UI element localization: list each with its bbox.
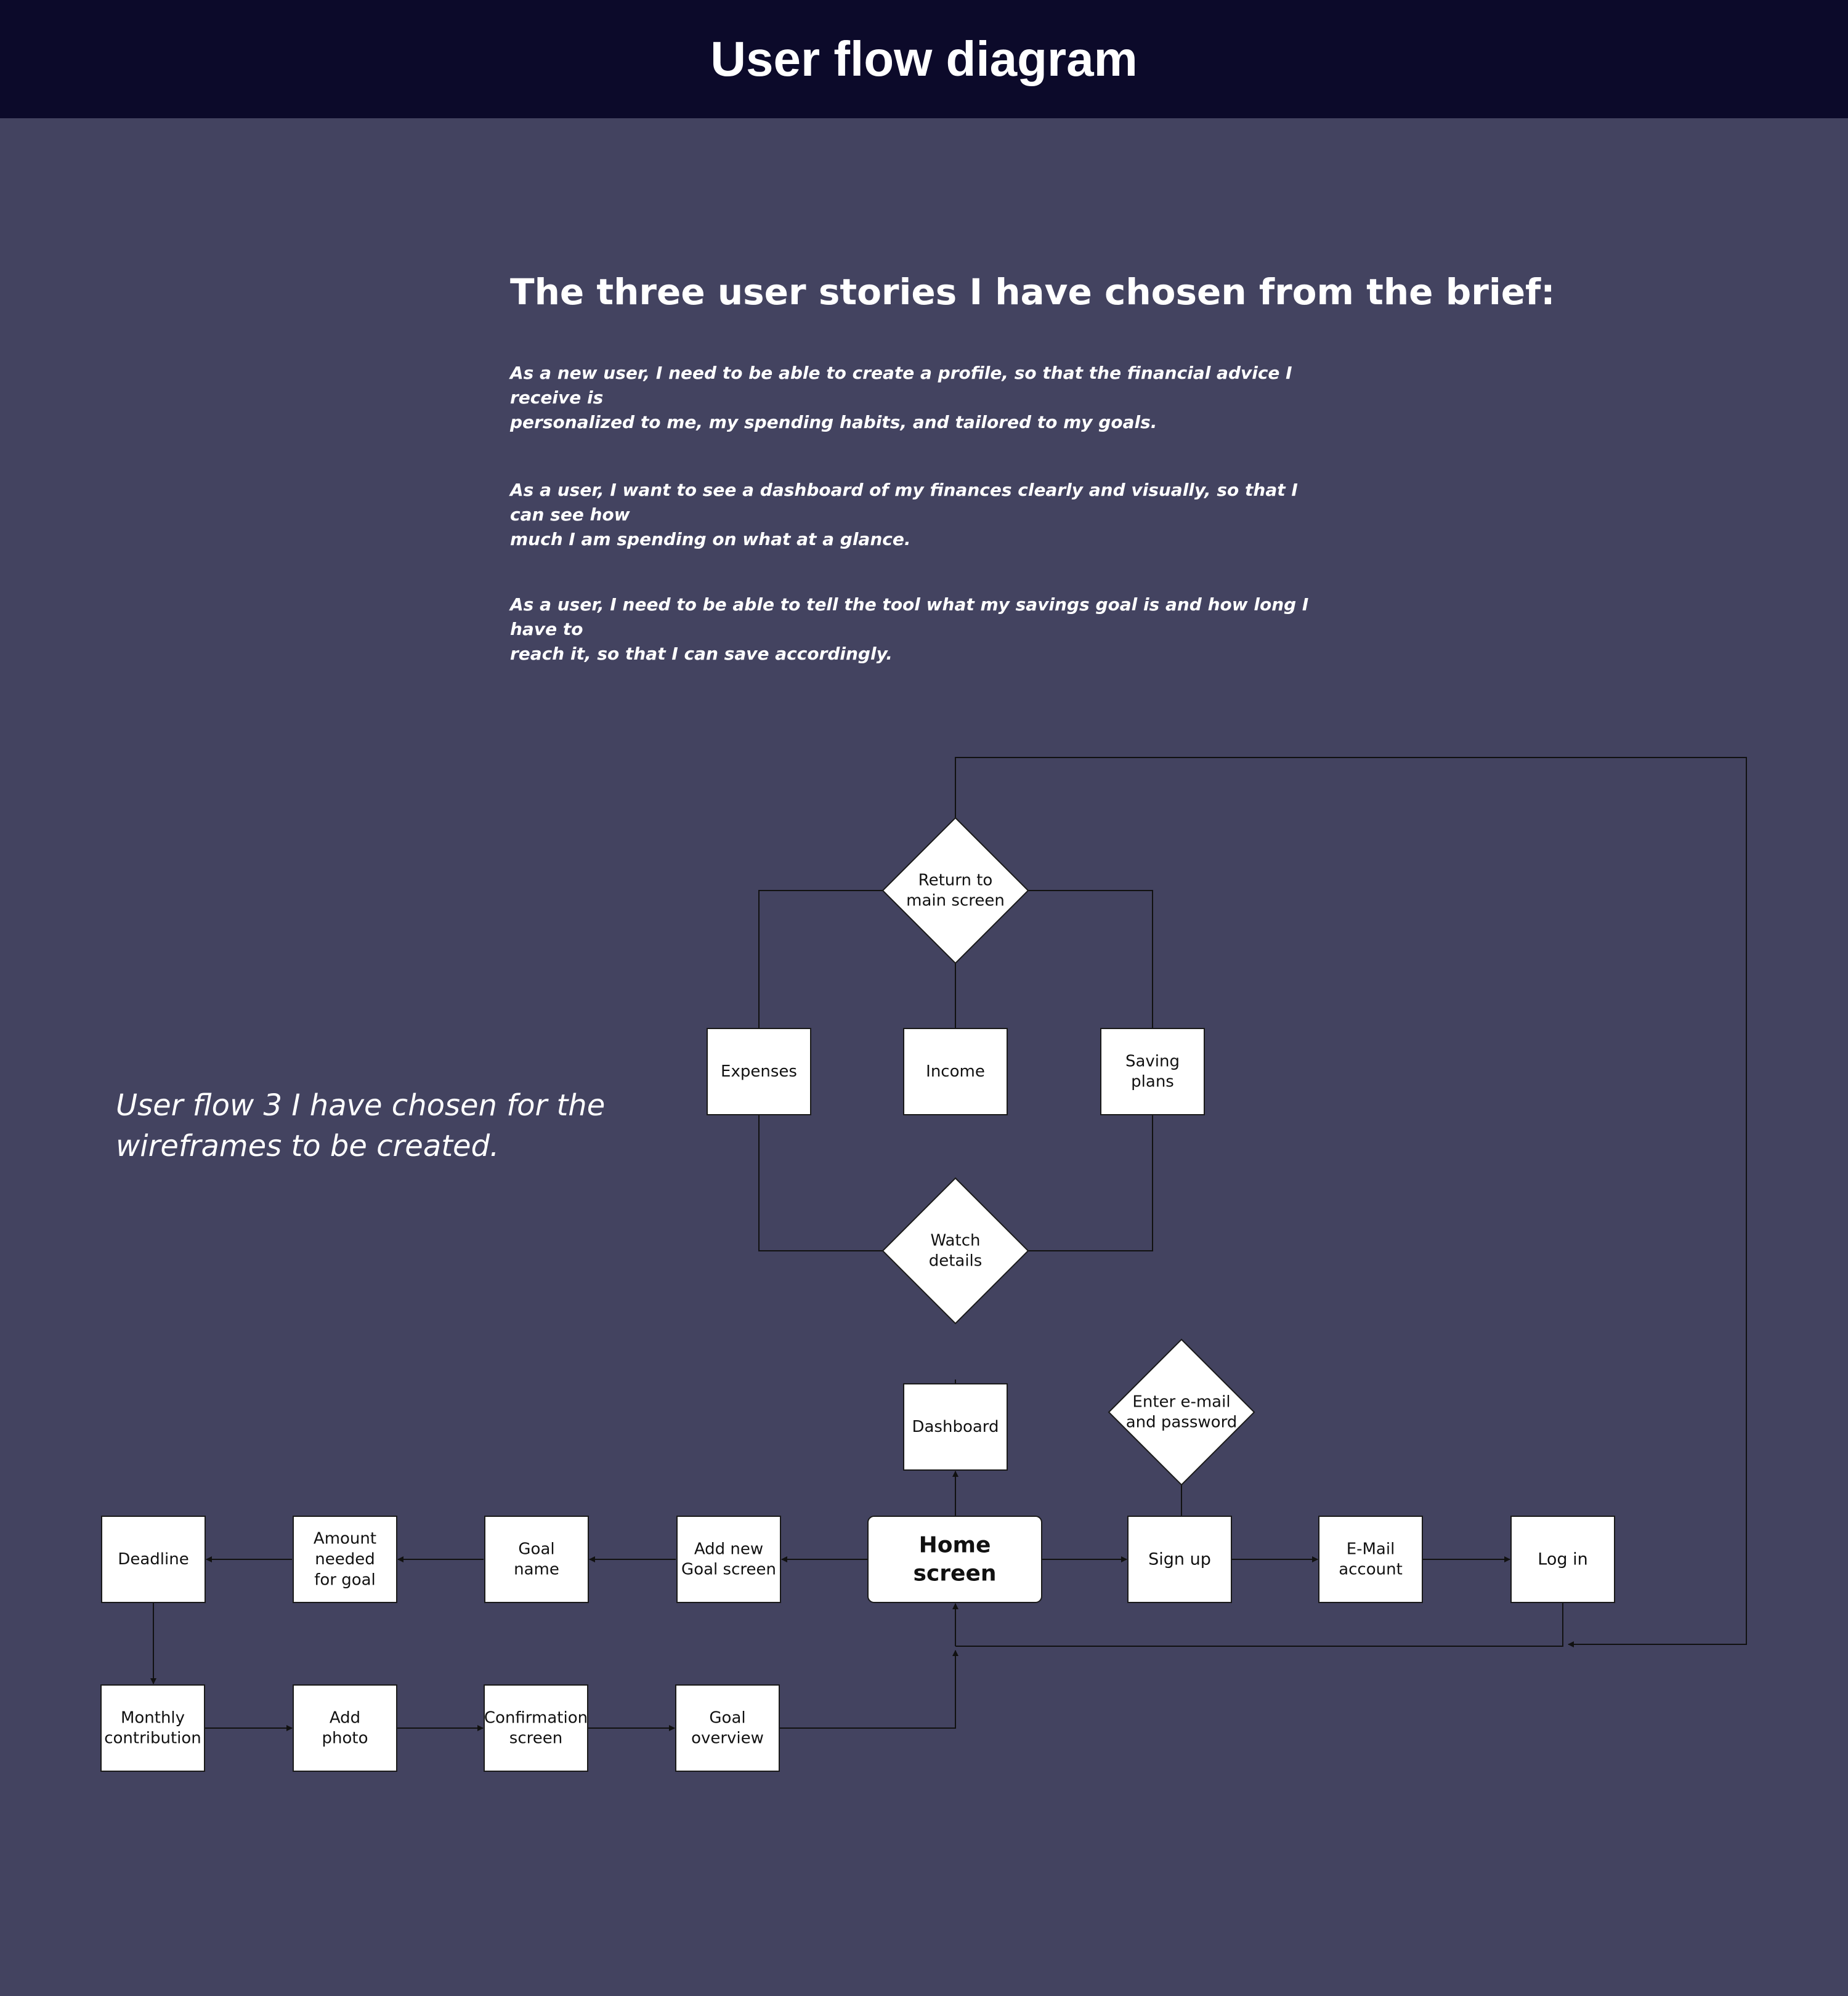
node-goal-overview: Goal overview xyxy=(675,1684,780,1772)
node-label: Confirmation xyxy=(484,1708,588,1727)
node-label: main screen xyxy=(906,892,1005,910)
page-title: User flow diagram xyxy=(710,31,1138,86)
node-label: Deadline xyxy=(118,1550,188,1569)
user-story-3-line-1: As a user, I need to be able to tell the… xyxy=(510,594,1309,639)
process-box xyxy=(676,1516,781,1603)
arrow-loop-return-login xyxy=(955,757,1747,1647)
node-label: Amount xyxy=(314,1530,376,1548)
node-label: Saving xyxy=(1125,1052,1180,1070)
node-label: Goal xyxy=(518,1540,554,1558)
node-monthly: Monthly contribution xyxy=(100,1684,205,1772)
node-label: Add new xyxy=(694,1540,763,1558)
user-story-2: As a user, I want to see a dashboard of … xyxy=(510,478,1311,552)
user-story-3-line-2: reach it, so that I can save accordingly… xyxy=(510,644,893,664)
decision-diamond xyxy=(1108,1338,1255,1486)
node-watch-details: Watch details xyxy=(881,1177,1029,1325)
process-box xyxy=(1127,1516,1232,1603)
process-box xyxy=(293,1684,397,1772)
node-label: screen xyxy=(509,1729,562,1748)
node-label: screen xyxy=(914,1561,997,1586)
node-label: Monthly xyxy=(121,1708,185,1727)
node-confirmation: Confirmation screen xyxy=(484,1684,588,1772)
node-label: contribution xyxy=(104,1729,201,1748)
node-return-main: Return to main screen xyxy=(881,817,1029,964)
connector-return-expenses xyxy=(758,890,883,1028)
node-deadline: Deadline xyxy=(101,1516,206,1603)
user-flow-note-line-1: User flow 3 I have chosen for the xyxy=(116,1088,606,1123)
node-label: and password xyxy=(1126,1413,1238,1432)
user-flow-note: User flow 3 I have chosen for the wirefr… xyxy=(116,1085,646,1166)
node-label: Enter e-mail xyxy=(1132,1392,1230,1411)
process-box xyxy=(867,1516,1042,1603)
process-box xyxy=(1100,1028,1205,1115)
process-box xyxy=(101,1516,206,1603)
node-label: photo xyxy=(322,1729,368,1748)
user-story-2-line-1: As a user, I want to see a dashboard of … xyxy=(510,480,1298,525)
decision-diamond xyxy=(881,1177,1029,1325)
user-story-1: As a new user, I need to be able to crea… xyxy=(510,361,1311,435)
stories-heading: The three user stories I have chosen fro… xyxy=(510,271,1555,313)
process-box xyxy=(484,1684,588,1772)
node-home: Home screen xyxy=(867,1516,1042,1603)
node-label: for goal xyxy=(314,1570,376,1589)
node-label: plans xyxy=(1131,1073,1174,1091)
node-dashboard: Dashboard xyxy=(903,1383,1008,1471)
user-story-3: As a user, I need to be able to tell the… xyxy=(510,592,1311,666)
process-box xyxy=(293,1516,397,1603)
node-label: needed xyxy=(315,1550,375,1569)
node-label: Expenses xyxy=(721,1062,797,1081)
node-email-account: E-Mail account xyxy=(1318,1516,1423,1603)
process-box xyxy=(484,1516,589,1603)
node-label: overview xyxy=(691,1729,764,1748)
node-sign-up: Sign up xyxy=(1127,1516,1232,1603)
user-story-2-line-2: much I am spending on what at a glance. xyxy=(510,529,911,549)
connector-login-home xyxy=(955,1602,1563,1647)
process-box xyxy=(707,1028,811,1115)
connector-return-saving xyxy=(1028,890,1153,1028)
user-story-1-line-2: personalized to me, my spending habits, … xyxy=(510,412,1157,432)
node-label: Return to xyxy=(918,871,993,889)
process-box xyxy=(100,1684,205,1772)
process-box xyxy=(903,1383,1008,1471)
arrow-overview-home xyxy=(779,1650,958,1729)
node-goal-name: Goal name xyxy=(484,1516,589,1603)
node-label: Add xyxy=(330,1708,360,1727)
node-enter-email: Enter e-mail and password xyxy=(1108,1338,1255,1486)
node-label: Watch xyxy=(931,1231,981,1250)
node-label: name xyxy=(514,1561,559,1579)
node-label: E-Mail xyxy=(1347,1540,1395,1558)
node-add-photo: Add photo xyxy=(293,1684,397,1772)
node-income: Income xyxy=(903,1028,1008,1115)
node-label: Income xyxy=(926,1062,985,1081)
node-saving-plans: Saving plans xyxy=(1100,1028,1205,1115)
node-label: Dashboard xyxy=(912,1418,999,1436)
process-box xyxy=(675,1684,780,1772)
node-label: Sign up xyxy=(1148,1550,1211,1569)
node-label: account xyxy=(1339,1561,1403,1579)
connector-saving-watch xyxy=(1028,1115,1153,1251)
process-box xyxy=(1510,1516,1615,1603)
node-label: Home xyxy=(919,1532,991,1558)
node-label: Goal screen xyxy=(681,1561,776,1579)
node-label: Log in xyxy=(1538,1550,1587,1569)
node-log-in: Log in xyxy=(1510,1516,1615,1603)
process-box xyxy=(1318,1516,1423,1603)
page-header: User flow diagram xyxy=(0,0,1848,118)
node-label: details xyxy=(929,1252,983,1271)
node-expenses: Expenses xyxy=(707,1028,811,1115)
process-box xyxy=(903,1028,1008,1115)
connectors xyxy=(150,757,1747,1731)
decision-diamond xyxy=(881,817,1029,964)
user-flow-note-line-2: wireframes to be created. xyxy=(116,1129,500,1163)
user-story-1-line-1: As a new user, I need to be able to crea… xyxy=(510,363,1292,408)
node-label: Goal xyxy=(709,1708,745,1727)
connector-expenses-watch xyxy=(758,1115,883,1251)
